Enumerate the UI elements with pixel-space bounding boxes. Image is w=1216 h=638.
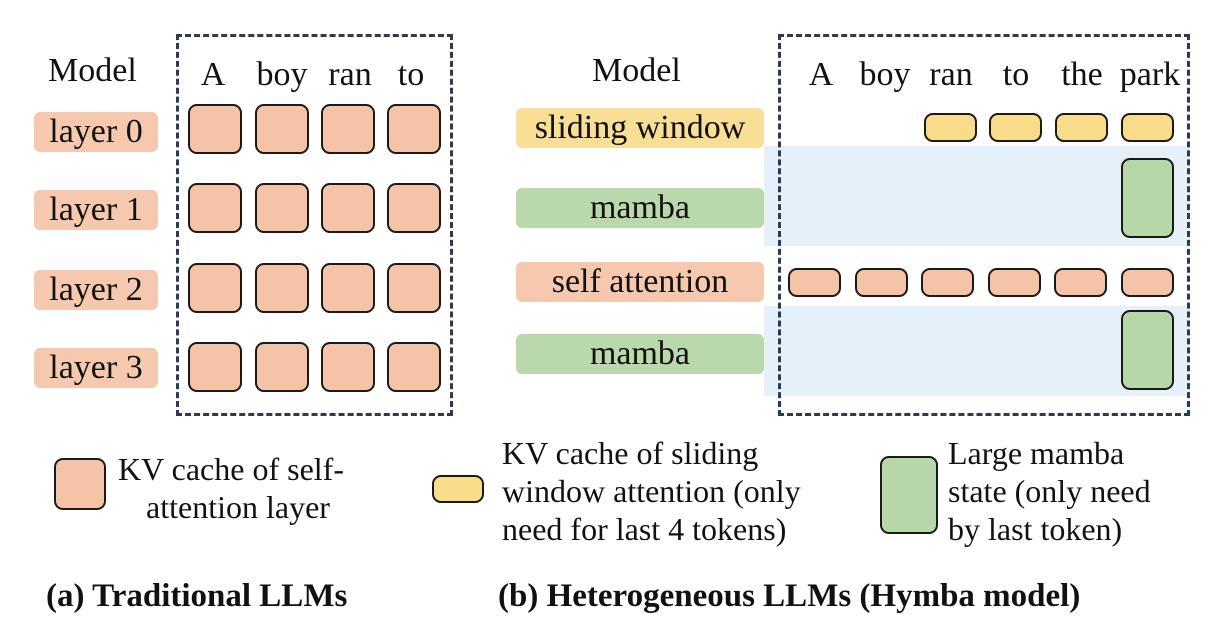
self-attention-cell <box>921 268 974 297</box>
kv-cache-cell <box>321 104 375 154</box>
caption-traditional: (a) Traditional LLMs <box>46 578 348 614</box>
kv-cache-cell <box>387 183 441 233</box>
kv-cache-cell <box>255 342 309 392</box>
kv-cache-cell <box>387 104 441 154</box>
left-token-1: boy <box>256 56 308 93</box>
kv-cache-cell <box>255 263 309 313</box>
left-model-header: Model <box>48 52 137 89</box>
left-layer-label-1: layer 1 <box>34 190 158 230</box>
legend-sw-line: KV cache of sliding <box>502 435 759 471</box>
legend-sliding-window-swatch <box>432 475 484 503</box>
kv-cache-cell <box>255 183 309 233</box>
sliding-window-cell <box>1055 113 1108 142</box>
self-attention-cell <box>1121 268 1174 297</box>
sliding-window-cell <box>1121 113 1174 142</box>
legend-sw-line: need for last 4 tokens) <box>502 511 787 547</box>
right-token-5: park <box>1119 56 1181 93</box>
caption-hymba: (b) Heterogeneous LLMs (Hymba model) <box>498 578 1081 614</box>
self-attention-cell <box>1054 268 1107 297</box>
legend-kv-line: attention layer <box>146 489 330 525</box>
kv-cache-cell <box>255 104 309 154</box>
legend-kv-text: KV cache of self- attention layer <box>118 450 418 526</box>
sliding-window-cell <box>989 113 1042 142</box>
right-token-2: ran <box>929 56 973 93</box>
kv-cache-cell <box>321 183 375 233</box>
left-token-frame <box>176 34 453 416</box>
kv-cache-cell <box>188 263 242 313</box>
self-attention-cell <box>855 268 908 297</box>
legend-mamba-text: Large mamba state (only need by last tok… <box>948 434 1208 548</box>
row-label-self-attention: self attention <box>516 262 764 302</box>
left-token-0: A <box>200 56 226 93</box>
kv-cache-cell <box>387 342 441 392</box>
left-token-2: ran <box>328 56 372 93</box>
legend-mamba-line: state (only need <box>948 473 1151 509</box>
sliding-window-cell <box>924 113 977 142</box>
mamba-state-cell <box>1121 310 1174 390</box>
legend-kv-line: KV cache of self- <box>118 451 344 487</box>
kv-cache-cell <box>321 263 375 313</box>
left-layer-label-0: layer 0 <box>34 112 158 152</box>
left-token-3: to <box>397 56 425 93</box>
row-label-mamba: mamba <box>516 188 764 228</box>
legend-mamba-line: Large mamba <box>948 435 1125 471</box>
self-attention-cell <box>788 268 841 297</box>
mamba-lane <box>764 306 1190 396</box>
right-token-4: the <box>1061 56 1103 93</box>
legend-kv-swatch <box>54 458 106 510</box>
right-token-3: to <box>1002 56 1030 93</box>
legend-sliding-window-text: KV cache of sliding window attention (on… <box>502 434 882 548</box>
mamba-state-cell <box>1121 158 1174 238</box>
self-attention-cell <box>988 268 1041 297</box>
row-label-sliding-window: sliding window <box>516 108 764 148</box>
legend-sw-line: window attention (only <box>502 473 801 509</box>
right-token-1: boy <box>859 56 911 93</box>
mamba-lane <box>764 146 1190 246</box>
left-layer-label-3: layer 3 <box>34 348 158 388</box>
kv-cache-cell <box>188 342 242 392</box>
kv-cache-cell <box>387 263 441 313</box>
kv-cache-cell <box>188 183 242 233</box>
kv-cache-cell <box>188 104 242 154</box>
right-token-frame <box>778 34 1190 416</box>
left-layer-label-2: layer 2 <box>34 270 158 310</box>
row-label-mamba: mamba <box>516 334 764 374</box>
kv-cache-cell <box>321 342 375 392</box>
legend-mamba-line: by last token) <box>948 511 1123 547</box>
legend-mamba-swatch <box>880 456 938 534</box>
right-token-0: A <box>808 56 834 93</box>
right-model-header: Model <box>592 52 681 89</box>
